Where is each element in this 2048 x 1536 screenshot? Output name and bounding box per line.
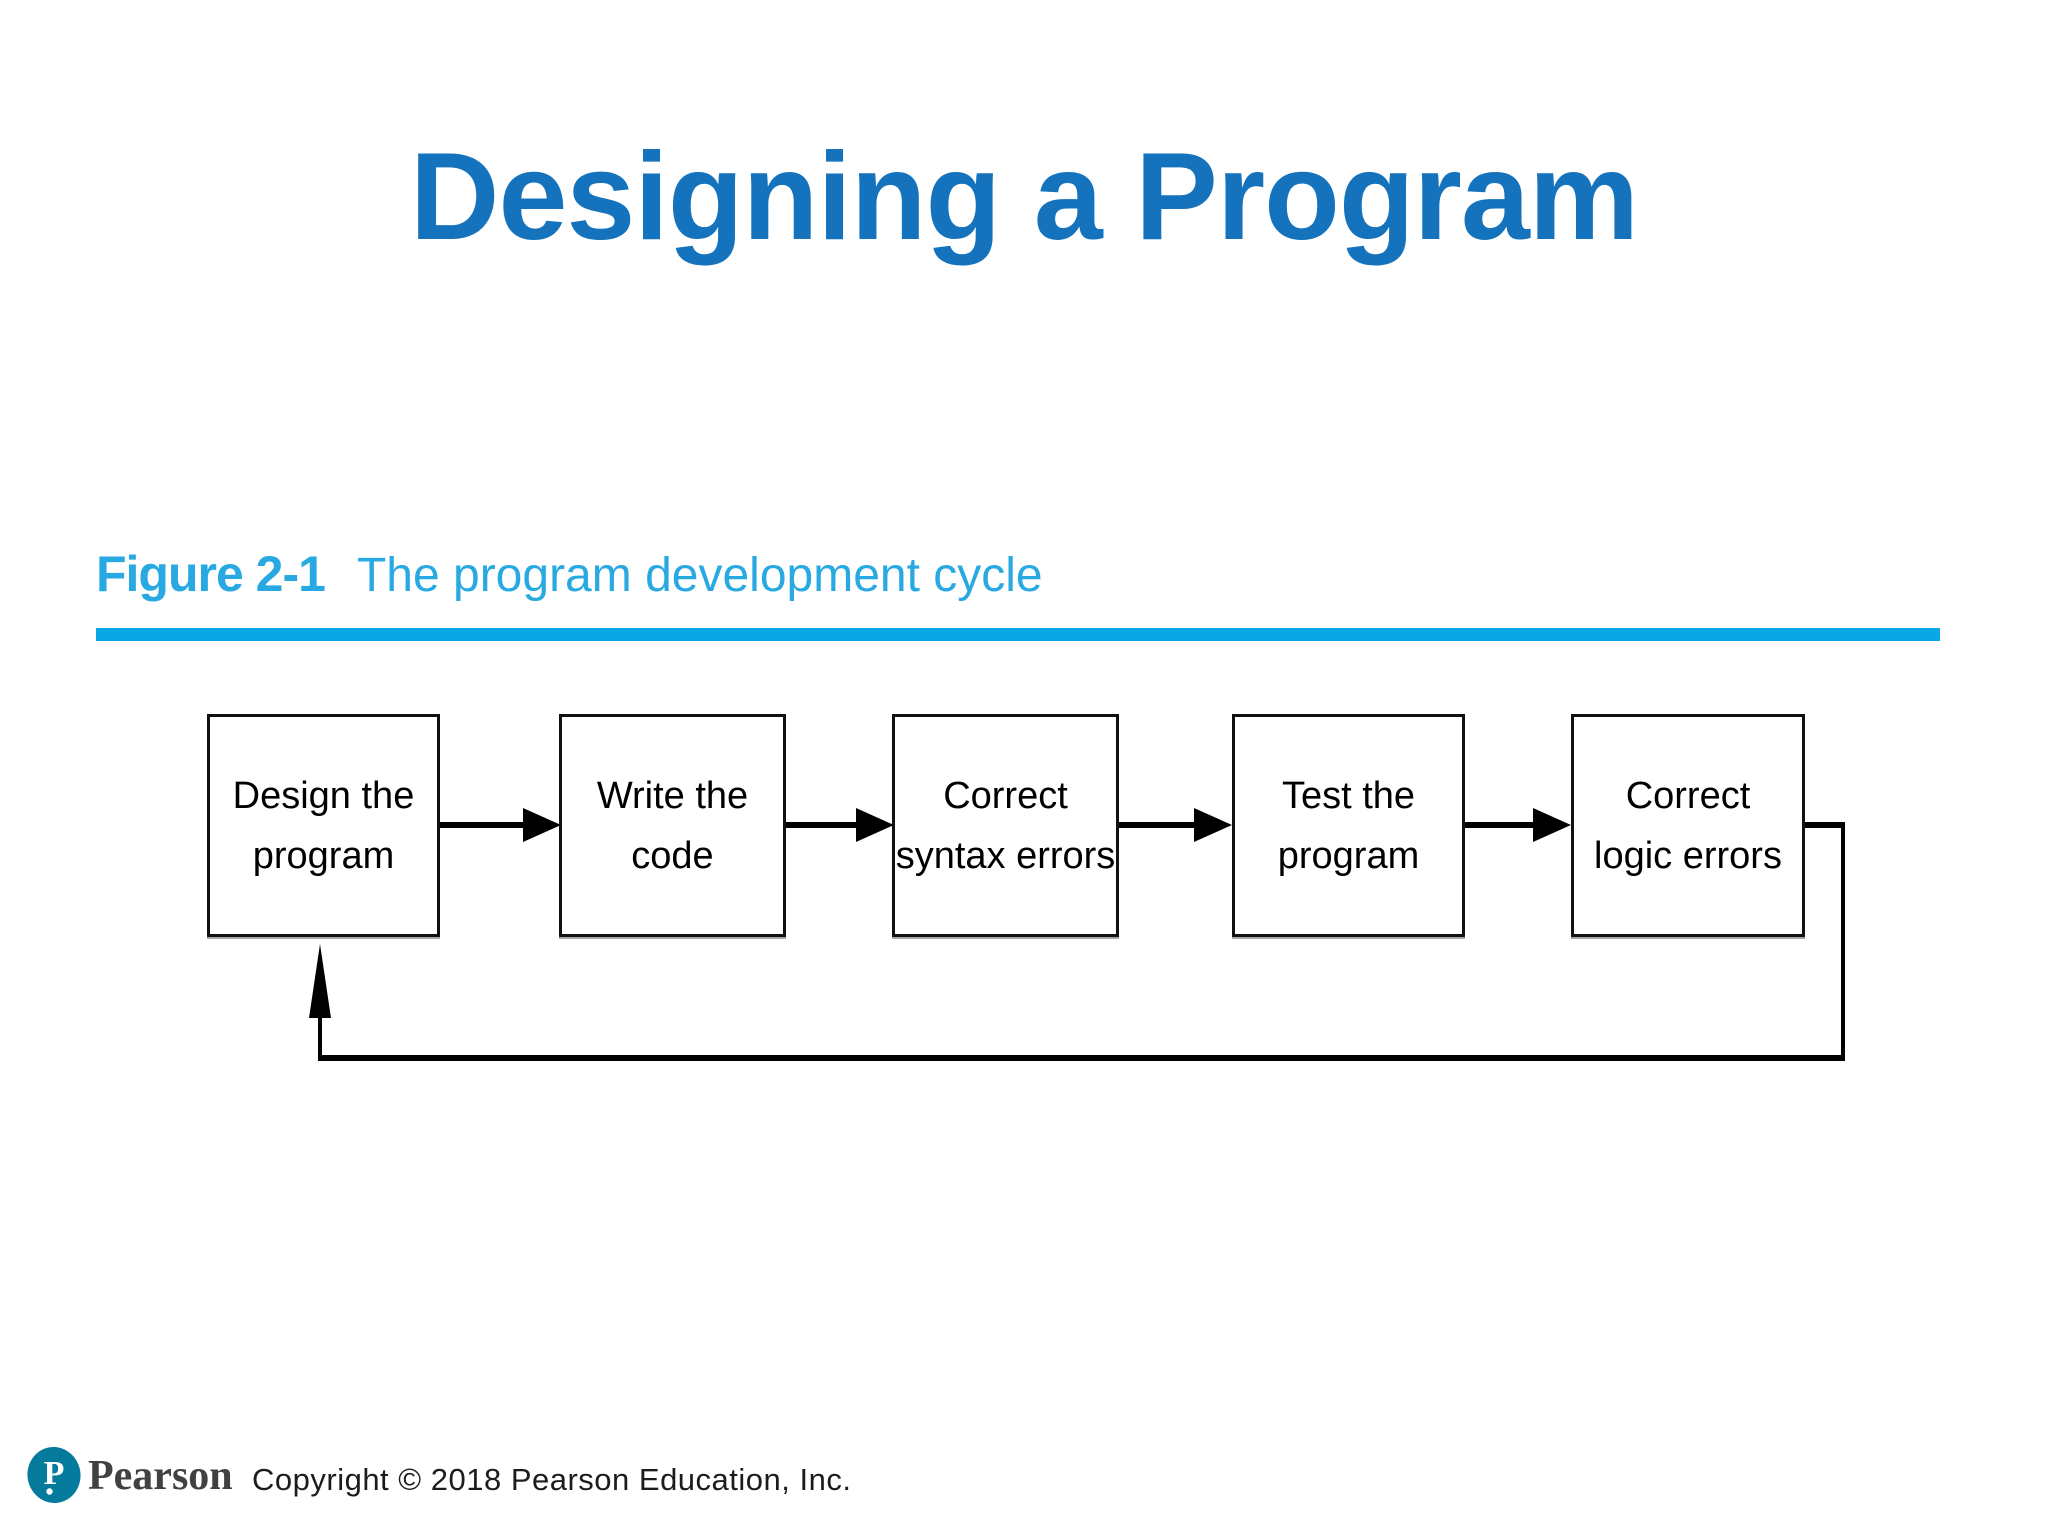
flow-box-test-program: Test the program	[1232, 714, 1465, 937]
copyright-text: Copyright © 2018 Pearson Education, Inc.	[252, 1462, 852, 1497]
pearson-logo-icon: P	[27, 1447, 81, 1503]
flow-box-design-program: Design the program	[207, 714, 440, 937]
flow-box-correct-syntax-errors: Correct syntax errors	[892, 714, 1119, 937]
slide-footer: P Pearson Copyright © 2018 Pearson Educa…	[0, 1440, 2048, 1536]
flow-box-label: Correct syntax errors	[895, 774, 1116, 877]
pearson-wordmark: Pearson	[88, 1453, 233, 1499]
flow-box-label: Design the program	[232, 774, 415, 877]
figure-number-label: Figure 2-1	[96, 546, 326, 602]
figure-caption: Figure 2-1 The program development cycle	[96, 545, 1043, 603]
figure-divider-rule	[96, 628, 1940, 641]
figure-caption-text: The program development cycle	[356, 549, 1043, 602]
flow-box-write-code: Write the code	[559, 714, 786, 937]
flow-box-label: Correct logic errors	[1594, 774, 1782, 877]
flow-box-label: Test the program	[1277, 774, 1420, 877]
flow-box-label: Write the code	[596, 774, 749, 877]
flow-box-correct-logic-errors: Correct logic errors	[1571, 714, 1805, 937]
slide-title: Designing a Program	[409, 128, 1639, 266]
svg-text:P: P	[44, 1455, 65, 1492]
